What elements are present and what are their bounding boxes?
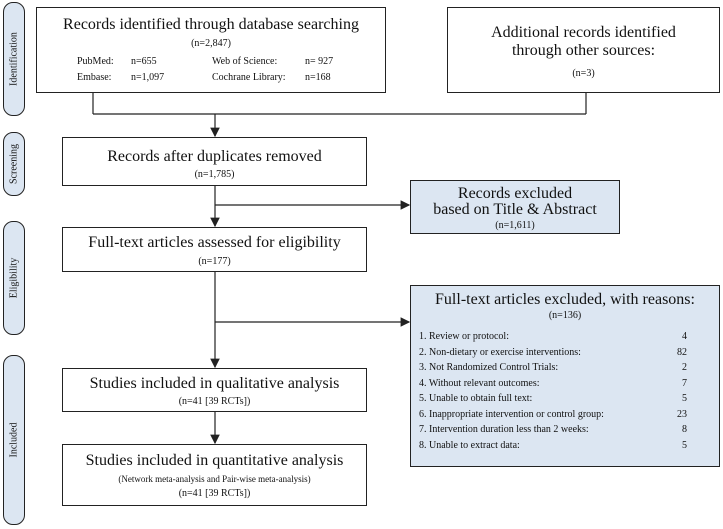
embase-value: n=1,097 <box>131 72 165 83</box>
exclusion-reason-count: 7 <box>682 377 687 389</box>
exclusion-reason-row: 2. Non-dietary or exercise interventions… <box>419 347 713 360</box>
exclusion-reason-count: 5 <box>682 393 687 404</box>
box-fulltext-assessed: Full-text articles assessed for eligibil… <box>62 227 367 272</box>
pubmed-value: n=655 <box>131 56 157 67</box>
exclusion-reason-count: 8 <box>682 424 687 435</box>
exclusion-reason-row: 5. Unable to obtain full text: 5 <box>419 393 713 406</box>
duplicates-title: Records after duplicates removed <box>107 148 322 165</box>
exclusion-reason-label: 3. Not Randomized Control Trials: <box>419 362 559 373</box>
box-fulltext-excluded: Full-text articles excluded, with reason… <box>410 285 720 467</box>
exclusion-reason-row: 6. Inappropriate intervention or control… <box>419 409 713 422</box>
exclusion-reason-row: 4. Without relevant outcomes: 7 <box>419 378 713 391</box>
duplicates-count: (n=1,785) <box>194 169 235 180</box>
excluded-ft-title: Full-text articles excluded, with reason… <box>435 291 695 308</box>
exclusion-reason-label: 1. Review or protocol: <box>419 331 509 342</box>
qualitative-title: Studies included in qualitative analysis <box>89 375 340 392</box>
exclusion-reason-label: 5. Unable to obtain full text: <box>419 393 533 404</box>
excluded-ft-count: (n=136) <box>548 310 582 321</box>
exclusion-reason-count: 2 <box>682 362 687 373</box>
quantitative-note: (Network meta-analysis and Pair-wise met… <box>118 474 311 484</box>
cochrane-label: Cochrane Library: <box>212 72 286 83</box>
pubmed-label: PubMed: <box>77 56 114 67</box>
box-qualitative: Studies included in qualitative analysis… <box>62 368 367 412</box>
box-quantitative: Studies included in quantitative analysi… <box>62 444 367 506</box>
exclusion-reason-row: 1. Review or protocol: 4 <box>419 331 713 344</box>
additional-title-line2: through other sources: <box>511 42 656 59</box>
cochrane-value: n=168 <box>305 72 331 83</box>
stage-eligibility: Eligibility <box>3 221 25 335</box>
additional-count: (n=3) <box>572 68 595 79</box>
stage-included: Included <box>3 355 25 525</box>
exclusion-reason-row: 3. Not Randomized Control Trials: 2 <box>419 362 713 375</box>
excluded-ta-count: (n=1,611) <box>495 220 535 231</box>
exclusion-reason-label: 7. Intervention duration less than 2 wee… <box>419 424 589 435</box>
exclusion-reason-count: 82 <box>677 346 687 358</box>
quantitative-count: (n=41 [39 RCTs]) <box>178 488 251 499</box>
qualitative-count: (n=41 [39 RCTs]) <box>178 396 251 407</box>
box-additional-records: Additional records identified through ot… <box>447 7 720 93</box>
wos-label: Web of Science: <box>212 56 278 67</box>
box-duplicates-removed: Records after duplicates removed (n=1,78… <box>62 137 367 186</box>
exclusion-reason-row: 7. Intervention duration less than 2 wee… <box>419 424 713 437</box>
exclusion-reason-label: 6. Inappropriate intervention or control… <box>419 408 604 420</box>
embase-label: Embase: <box>77 72 112 83</box>
wos-value: n= 927 <box>305 56 334 67</box>
stage-screening: Screening <box>3 132 25 196</box>
fulltext-count: (n=177) <box>198 256 231 267</box>
identified-title: Records identified through database sear… <box>63 16 359 33</box>
exclusion-reason-label: 4. Without relevant outcomes: <box>419 377 540 389</box>
exclusion-reason-row: 8. Unable to extract data: 5 <box>419 440 713 453</box>
exclusion-reason-label: 2. Non-dietary or exercise interventions… <box>419 346 581 358</box>
additional-title-line1: Additional records identified <box>491 24 676 41</box>
identified-count: (n=2,847) <box>191 38 231 49</box>
exclusion-reason-count: 5 <box>682 439 687 451</box>
excluded-ta-line2: based on Title & Abstract <box>433 201 597 218</box>
exclusion-reason-count: 4 <box>682 331 687 342</box>
exclusion-reason-label: 8. Unable to extract data: <box>419 439 520 451</box>
fulltext-title: Full-text articles assessed for eligibil… <box>88 234 341 251</box>
excluded-ta-line1: Records excluded <box>457 185 573 202</box>
stage-identification: Identification <box>3 2 25 116</box>
quantitative-title: Studies included in quantitative analysi… <box>85 452 344 469</box>
box-excluded-title-abstract: Records excluded based on Title & Abstra… <box>410 180 620 234</box>
box-records-identified: Records identified through database sear… <box>36 7 386 93</box>
exclusion-reason-count: 23 <box>677 408 687 420</box>
